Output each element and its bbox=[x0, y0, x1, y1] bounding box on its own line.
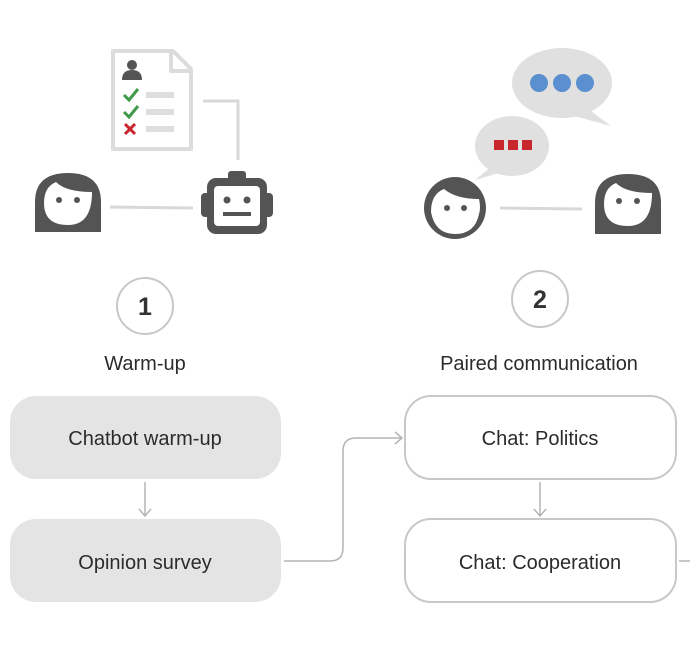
connector-man-woman bbox=[499, 206, 583, 211]
red-speech-bubble-icon bbox=[475, 116, 549, 180]
arrow-connector-to-phase-2 bbox=[284, 431, 404, 562]
phase-title: Paired communication bbox=[440, 353, 638, 375]
connector-woman-robot bbox=[109, 205, 194, 210]
phase-title: Warm-up bbox=[104, 353, 185, 375]
robot-icon bbox=[201, 171, 273, 234]
step-box-opinion-survey: Opinion survey bbox=[10, 519, 281, 602]
blue-speech-bubble-icon bbox=[512, 48, 612, 126]
step-box-chat-cooperation: Chat: Cooperation bbox=[404, 518, 677, 603]
step-number: 2 bbox=[533, 286, 547, 314]
step-label: Chatbot warm-up bbox=[68, 428, 221, 450]
step-label: Chat: Politics bbox=[482, 428, 599, 450]
step-number: 1 bbox=[138, 293, 152, 321]
step-number-circle bbox=[116, 277, 174, 335]
step-label: Opinion survey bbox=[78, 552, 211, 574]
step-number-circle bbox=[511, 270, 569, 328]
step-label: Chat: Cooperation bbox=[459, 552, 621, 574]
woman-avatar-icon bbox=[595, 174, 661, 234]
connector-survey-robot bbox=[203, 99, 240, 160]
step-box-chatbot-warm-up: Chatbot warm-up bbox=[10, 396, 281, 479]
woman-avatar-icon bbox=[35, 173, 101, 232]
man-avatar-icon bbox=[424, 177, 486, 239]
arrow-down bbox=[138, 482, 152, 518]
step-box-chat-politics: Chat: Politics bbox=[404, 395, 677, 480]
arrow-down bbox=[533, 482, 547, 518]
survey-document-icon bbox=[111, 49, 193, 151]
